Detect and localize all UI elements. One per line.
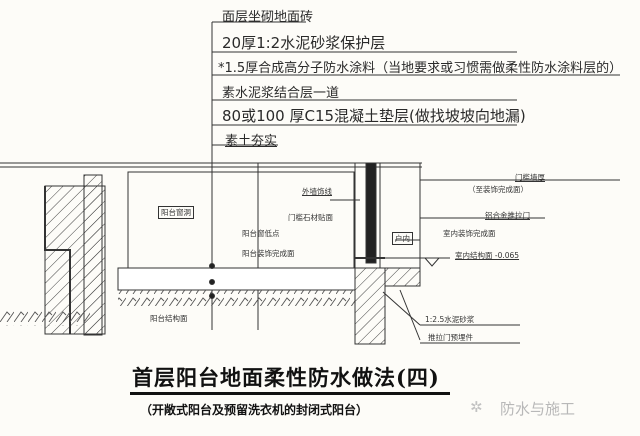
layer-concrete-bed: 80或100 厚C15混凝土垫层(做找坡坡向地漏) <box>222 107 526 125</box>
label-balcony-structure: 阳台结构面 <box>150 314 188 323</box>
label-sill-stone: 门槛石材贴面 <box>288 213 333 222</box>
label-sliding-door: 铝合金推拉门 <box>485 211 530 220</box>
label-embedded-part: 推拉门预埋件 <box>428 333 473 342</box>
label-exterior-trim: 外墙饰线 <box>302 187 332 196</box>
structure <box>0 162 620 345</box>
label-balcony-finish: 阳台装饰完成面 <box>242 249 295 258</box>
label-balcony-window: 阳台窗洞 <box>158 206 194 219</box>
layer-finish-tile: 面层坐砌地面砖 <box>222 10 314 25</box>
drawing-subtitle: （开敞式阳台及预留洗衣机的封闭式阳台） <box>140 403 369 417</box>
label-indoor-structure: 室内结构面 -0.065 <box>455 251 520 260</box>
layer-mortar-protection: 20厚1:2水泥砂浆保护层 <box>222 34 386 52</box>
label-sill-wall: 门槛墙厚 <box>515 173 545 182</box>
watermark: 防水与施工 <box>500 400 576 418</box>
label-sill-wall-note: （至装饰完成面） <box>468 185 528 194</box>
label-indoor: 户内 <box>392 232 413 245</box>
layer-cement-bond: 素水泥浆结合层一道 <box>222 86 340 101</box>
wechat-icon: ✲ <box>470 398 483 416</box>
layer-compacted-soil: 素土夯实 <box>225 134 278 149</box>
layer-waterproof-coating: *1.5厚合成高分子防水涂料（当地要求或习惯需做柔性防水涂料层的） <box>218 61 623 76</box>
label-mortar: 1:2.5水泥砂浆 <box>425 315 475 324</box>
title-underline <box>130 392 450 395</box>
label-indoor-finish: 室内装饰完成面 <box>443 229 496 238</box>
drawing-title: 首层阳台地面柔性防水做法(四) <box>132 365 440 390</box>
label-balcony-low-point: 阳台窗低点 <box>242 229 280 238</box>
